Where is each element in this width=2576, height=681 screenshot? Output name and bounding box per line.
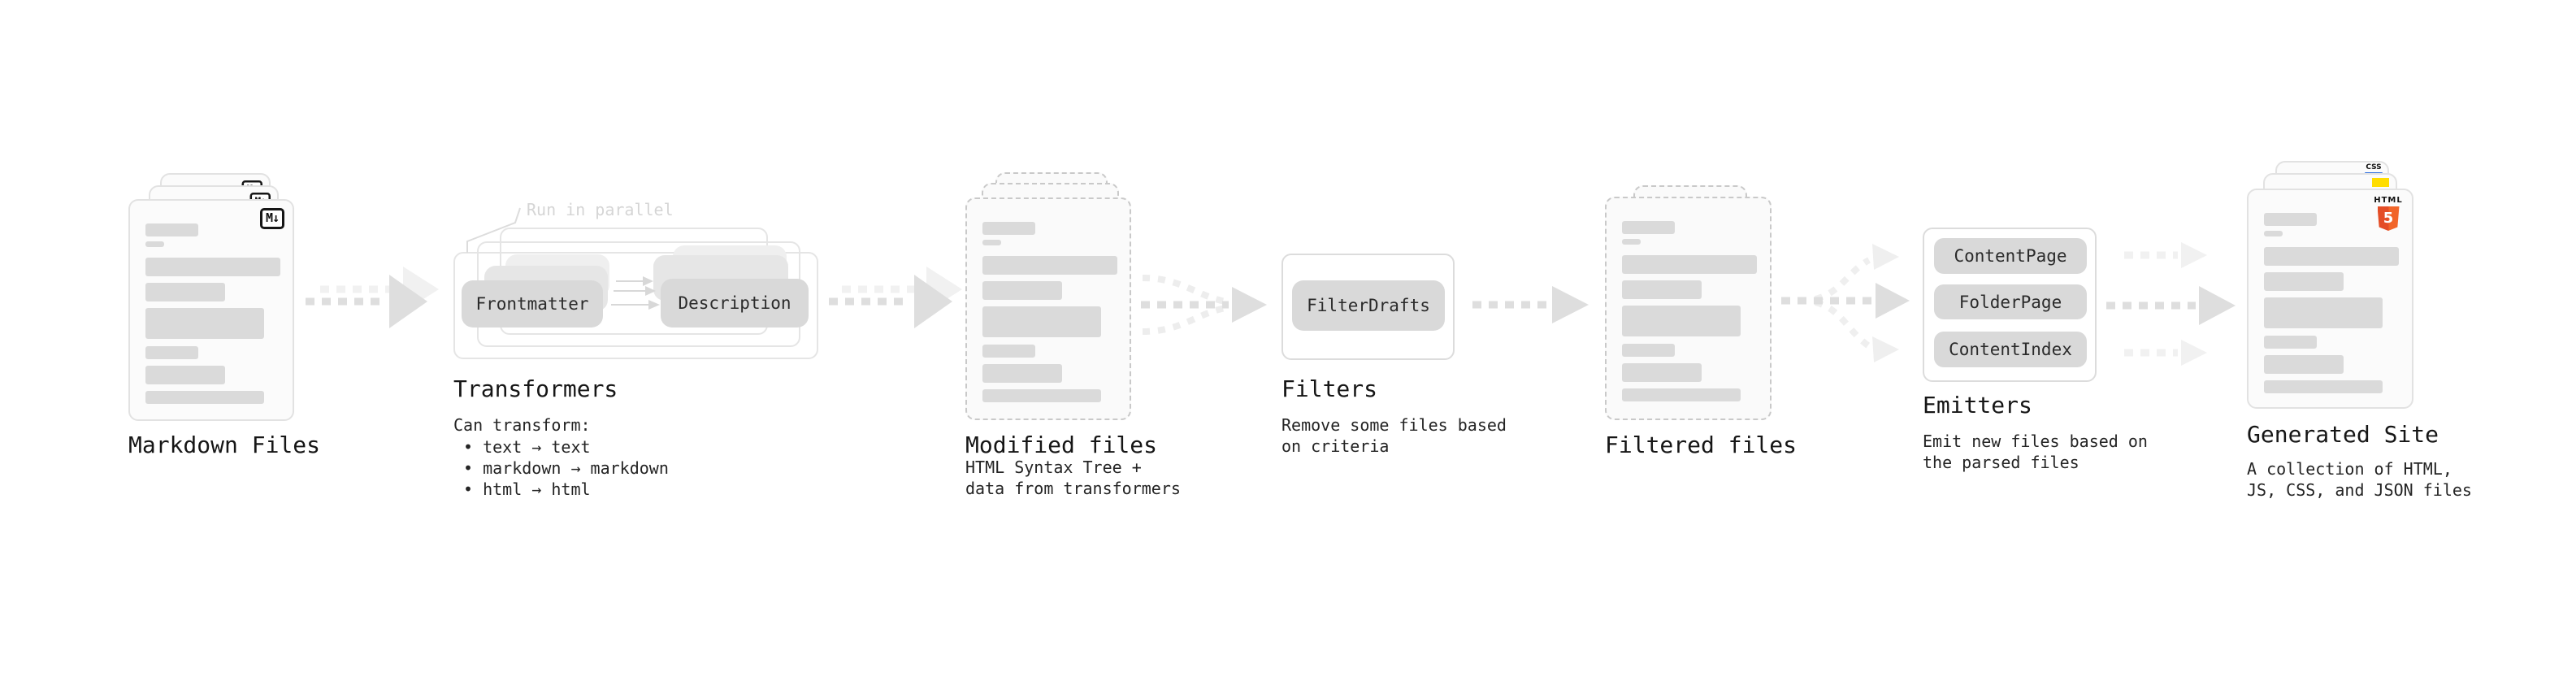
file-content-skeleton [1607, 221, 1770, 401]
html5-icon: HTML 5 [2373, 197, 2404, 231]
transformers-bullet: • text → text [463, 437, 591, 457]
file-content-skeleton [2249, 213, 2412, 393]
filtered-files-label: Filtered files [1605, 432, 1798, 458]
filtered-file-card [1605, 197, 1772, 420]
contentindex-emitter-pill: ContentIndex [1934, 332, 2087, 367]
filters-group-box [1281, 254, 1455, 360]
transformers-label: Transformers [453, 375, 618, 402]
description-transformer-pill: Description [661, 279, 809, 327]
emitters-group-box [1923, 228, 2097, 382]
arrow-transformers-to-modified [829, 267, 962, 328]
arrow-markdown-to-transformers [306, 267, 439, 328]
modified-files-description: HTML Syntax Tree + [965, 458, 1142, 477]
generated-site-label: Generated Site [2247, 421, 2439, 448]
generated-html-file-card: HTML 5 [2247, 189, 2413, 409]
emitters-label: Emitters [1923, 392, 2032, 419]
file-content-skeleton [967, 222, 1130, 402]
arrow-emitters-to-site [2106, 242, 2236, 366]
arrow-filters-to-filtered [1472, 286, 1589, 323]
html5-shield: 5 [2377, 206, 2400, 231]
filters-label: Filters [1281, 375, 1378, 402]
transformers-bullet: • html → html [463, 479, 591, 499]
transformers-bullet: • markdown → markdown [463, 458, 669, 478]
filterdrafts-pill: FilterDrafts [1292, 280, 1445, 331]
filters-description: Remove some files based [1281, 415, 1507, 435]
markdown-files-label: Markdown Files [128, 432, 321, 458]
generated-site-description: A collection of HTML, [2247, 459, 2452, 479]
emitters-description: the parsed files [1923, 453, 2079, 472]
transformer-group-box [453, 252, 818, 359]
run-in-parallel-annotation: Run in parallel [527, 200, 674, 219]
filters-description: on criteria [1281, 436, 1390, 456]
file-content-skeleton [130, 223, 293, 404]
javascript-icon [2372, 178, 2389, 187]
arrow-modified-to-filters [1141, 275, 1267, 335]
emitters-description: Emit new files based on [1923, 432, 2148, 451]
modified-files-label: Modified files [965, 432, 1158, 458]
modified-files-description: data from transformers [965, 479, 1181, 498]
modified-file-card [965, 197, 1131, 420]
contentpage-emitter-pill: ContentPage [1934, 238, 2087, 274]
markdown-icon: M↓ [259, 208, 284, 229]
arrow-filtered-to-emitters [1781, 244, 1910, 362]
transformers-description: Can transform: [453, 415, 591, 435]
frontmatter-transformer-pill: Frontmatter [462, 280, 603, 327]
markdown-file-card: M↓ [128, 199, 294, 421]
generated-site-description: JS, CSS, and JSON files [2247, 480, 2472, 500]
folderpage-emitter-pill: FolderPage [1934, 284, 2087, 319]
